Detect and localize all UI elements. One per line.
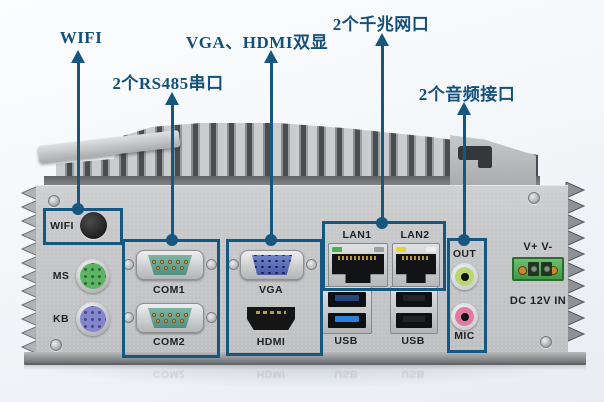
power-pins-print: V+ V- [523, 241, 553, 253]
callout-audio-line [462, 113, 466, 240]
usb2-tongue [403, 316, 425, 322]
screw [48, 195, 60, 207]
callout-wifi-arrowhead [71, 50, 85, 63]
line-out-hole [460, 272, 469, 281]
dc-power-terminal [512, 257, 564, 281]
wifi-highlight-box [43, 208, 123, 245]
callout-display-dot [265, 234, 277, 246]
lan1-pins [338, 256, 378, 260]
com2-print: COM2 [153, 336, 185, 348]
callout-wifi-line [76, 61, 80, 210]
ps2-keyboard-core [80, 306, 106, 332]
lan-highlight-box [322, 221, 446, 291]
usb2-port-top [396, 292, 432, 307]
reflection-hdmi: HDMI [256, 368, 286, 380]
reflection-usb-left: USB [334, 368, 358, 380]
callout-rs485-label: 2个RS485串口 [112, 74, 224, 93]
com1-serial-port [136, 250, 204, 280]
screw [528, 192, 540, 204]
usb3-stack [322, 286, 372, 334]
usb2-tongue [403, 295, 425, 301]
hdmi-port [247, 307, 295, 330]
lan2-print: LAN2 [400, 229, 430, 241]
usb3-port-bottom [328, 313, 366, 328]
right-serrated-edge [564, 182, 586, 343]
callout-wifi-label: WIFI [59, 28, 103, 47]
callout-display-line [269, 61, 273, 241]
com2-connector-face [148, 308, 192, 328]
left-serrated-edge [20, 186, 38, 354]
vga-print: VGA [259, 284, 283, 296]
com-highlight-box [122, 239, 220, 358]
callout-audio-arrowhead [457, 102, 471, 115]
reflection-usb-right: USB [401, 368, 425, 380]
dc-terminal-right [541, 262, 552, 276]
power-label-print: DC 12V IN [509, 295, 567, 307]
lan1-ethernet-port [328, 243, 388, 287]
lan1-led-right [374, 247, 384, 252]
usb2-port-bottom [396, 313, 432, 328]
com1-connector-face [148, 255, 192, 275]
callout-rs485-dot [166, 234, 178, 246]
screw-nut [206, 259, 217, 270]
callout-lan-dot [376, 217, 388, 229]
usb-print-left: USB [334, 335, 358, 347]
usb3-tongue [335, 295, 359, 301]
heatsink-shadow [44, 176, 540, 186]
dc-terminal-screw [530, 266, 537, 272]
callout-lan-arrowhead [375, 33, 389, 46]
screw-nut [306, 259, 317, 270]
lan2-pins [402, 256, 430, 260]
hdmi-print: HDMI [256, 336, 286, 348]
display-highlight-box [226, 239, 323, 356]
callout-display-label: VGA、HDMI双显 [186, 33, 328, 52]
ps2-mouse-port [76, 259, 110, 293]
dc-terminal-screw [543, 266, 550, 272]
callout-wifi-dot [72, 203, 84, 215]
line-out-jack [451, 263, 478, 290]
vga-connector-face [251, 255, 293, 275]
ps2-mouse-core [80, 263, 106, 289]
mouse-print: MS [52, 270, 70, 282]
reflection-com2: COM2 [153, 368, 185, 380]
line-out-print: OUT [452, 248, 477, 260]
ps2-keyboard-port [76, 302, 110, 336]
wifi-antenna-port [80, 212, 107, 239]
mic-jack [451, 303, 478, 330]
lan2-ethernet-port [392, 243, 440, 287]
callout-audio-dot [458, 234, 470, 246]
lan2-led-left [396, 247, 406, 252]
usb3-port-top [328, 292, 366, 307]
usb2-stack [390, 286, 438, 334]
usb-print-right: USB [401, 335, 425, 347]
heatsink-notch [478, 155, 492, 168]
hdmi-pins [256, 311, 286, 314]
dc-terminal-left [528, 262, 539, 276]
reflection-bar [24, 365, 586, 370]
mic-print: MIC [454, 330, 475, 342]
audio-highlight-box [447, 238, 487, 353]
screw [540, 336, 552, 348]
callout-rs485-arrowhead [165, 92, 179, 105]
callout-display-arrowhead [264, 50, 278, 63]
keyboard-print: KB [53, 313, 69, 325]
dc-hole-left [518, 266, 527, 275]
callout-rs485-line [170, 103, 174, 241]
usb3-tongue [335, 316, 359, 322]
com1-print: COM1 [153, 284, 185, 296]
callout-lan-label: 2个千兆网口 [332, 15, 430, 34]
screw-nut [206, 312, 217, 323]
floor-shadow [10, 360, 594, 388]
callout-audio-label: 2个音频接口 [418, 85, 516, 104]
mic-hole [460, 312, 469, 321]
screw [50, 339, 62, 351]
wifi-print: WIFI [50, 220, 74, 232]
vga-port [240, 250, 304, 280]
lan1-led-left [332, 247, 342, 252]
lan2-led-right [426, 247, 436, 252]
callout-lan-line [380, 44, 384, 223]
lan1-print: LAN1 [342, 229, 372, 241]
com2-serial-port [136, 303, 204, 333]
